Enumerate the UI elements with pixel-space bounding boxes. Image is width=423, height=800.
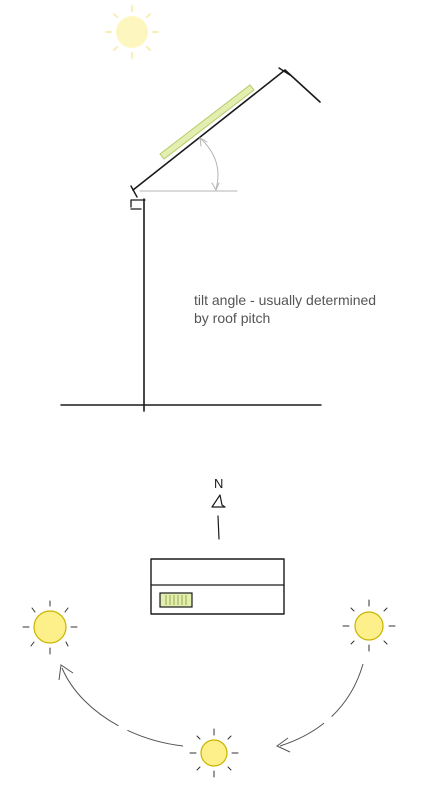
sun-icon [22,600,78,655]
wall [130,198,146,412]
sun-icon [189,728,239,778]
house-plan [150,558,285,615]
caption-line-1: tilt angle - usually determined [194,292,377,308]
sun-icon [342,599,396,652]
north-label: N [214,476,223,491]
faded-sun-icon [105,5,159,59]
caption-line-2: by roof pitch [194,310,271,326]
roof-section [130,67,321,198]
north-arrow-icon [211,494,226,540]
tilt-angle-marker [139,137,238,192]
sun-path-arc [58,663,364,753]
solar-panel-icon [159,84,255,160]
plan-solar-panel-icon [159,592,193,608]
tilt-angle-caption: tilt angle - usually determined by roof … [194,291,419,327]
